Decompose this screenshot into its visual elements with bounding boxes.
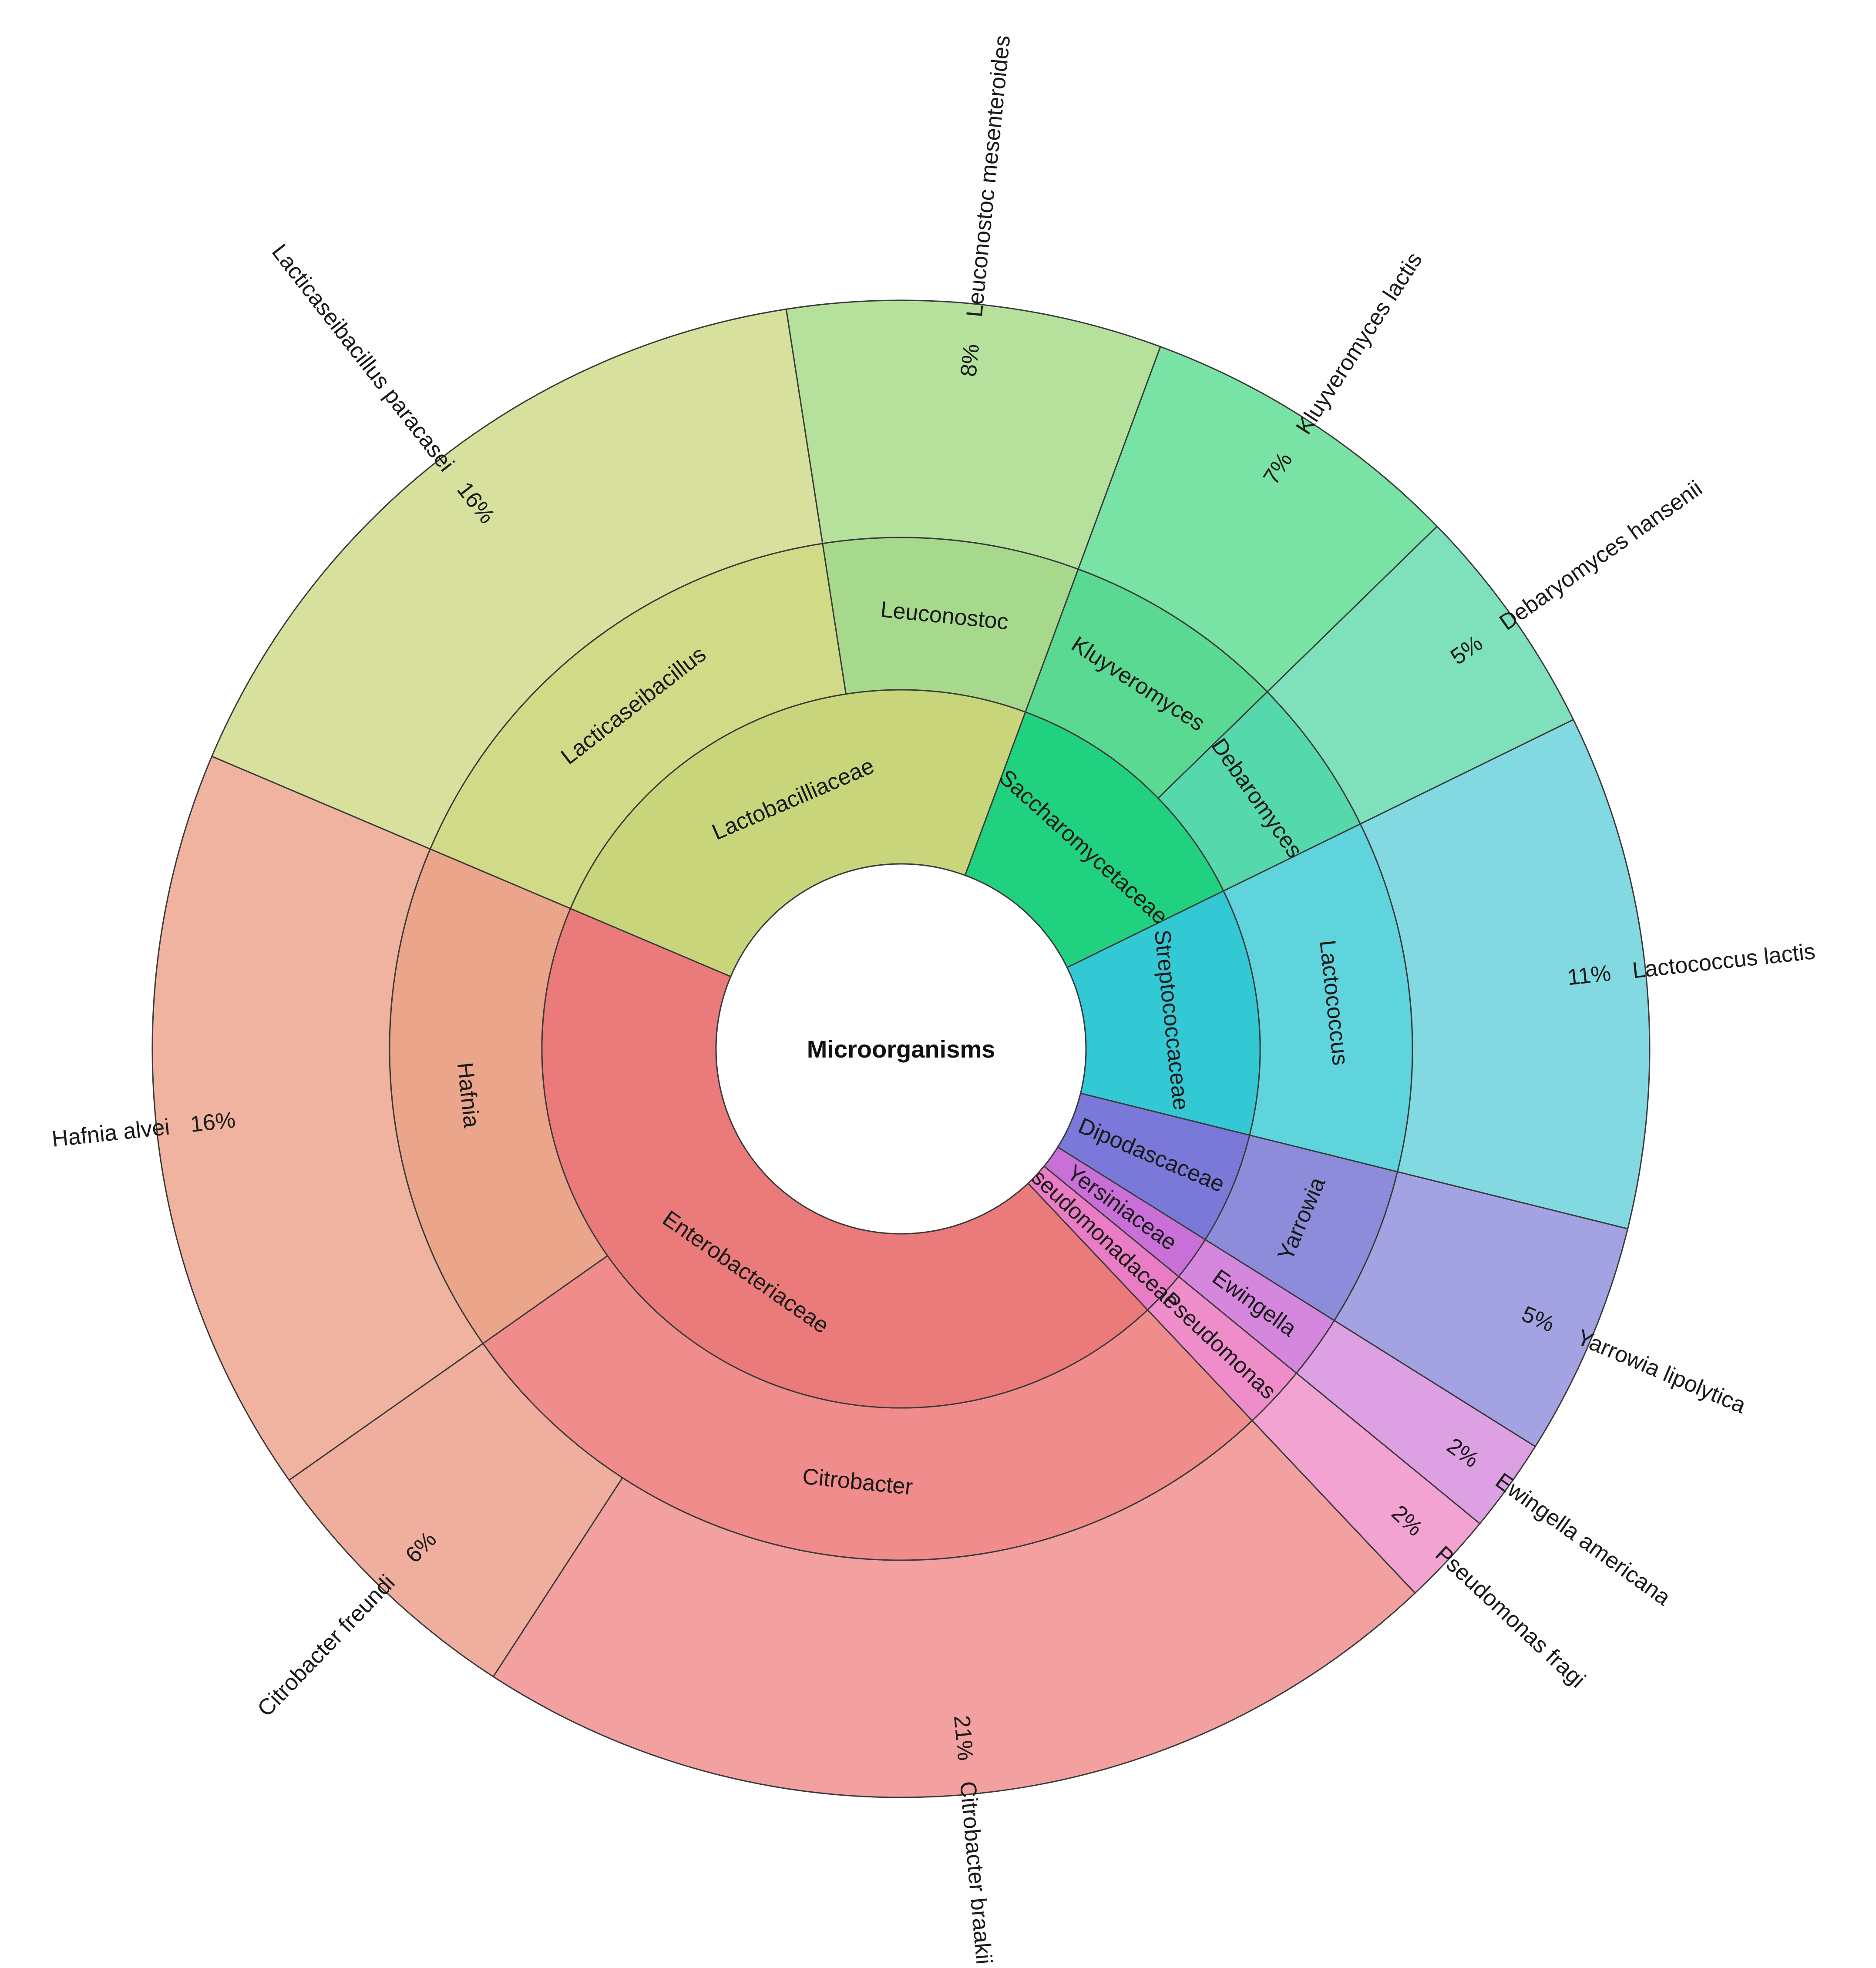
center-label: Microorganisms bbox=[807, 1035, 995, 1063]
species-label-kluyveromyces-lactis: Kluyveromyces lactis bbox=[1291, 248, 1427, 439]
species-label-leuconostoc-mesenteroides: Leuconostoc mesenteroides bbox=[962, 34, 1015, 318]
species-label-lactococcus-lactis: Lactococcus lactis bbox=[1631, 939, 1816, 983]
species-label-citrobacter-freundi: Citrobacter freundi bbox=[252, 1570, 400, 1721]
species-label-ewingella-americana: Ewingella americana bbox=[1491, 1468, 1675, 1610]
species-label-pseudomonas-fragi: Pseudomonas fragi bbox=[1430, 1541, 1590, 1693]
center-hole bbox=[715, 863, 1087, 1235]
wedge-layer bbox=[151, 299, 1651, 1798]
species-label-citrobacter-braakii: Citrobacter braakii bbox=[955, 1780, 997, 1965]
species-label-debaryomyces-hansenii: Debaryomyces hansenii bbox=[1495, 476, 1707, 635]
pct-label-leuconostoc-mesenteroides: 8% bbox=[956, 343, 984, 378]
species-label-lacticaseibacillus-paracasei: Lacticaseibacillus paracasei bbox=[267, 239, 459, 476]
pct-label-citrobacter-braakii: 21% bbox=[949, 1714, 978, 1762]
pct-label-hafnia-alvei: 16% bbox=[189, 1107, 237, 1137]
species-label-yarrowia-lipolytica: Yarrowia lipolytica bbox=[1573, 1325, 1749, 1419]
species-label-hafnia-alvei: Hafnia alvei bbox=[50, 1114, 171, 1152]
pct-label-lactococcus-lactis: 11% bbox=[1566, 960, 1612, 990]
